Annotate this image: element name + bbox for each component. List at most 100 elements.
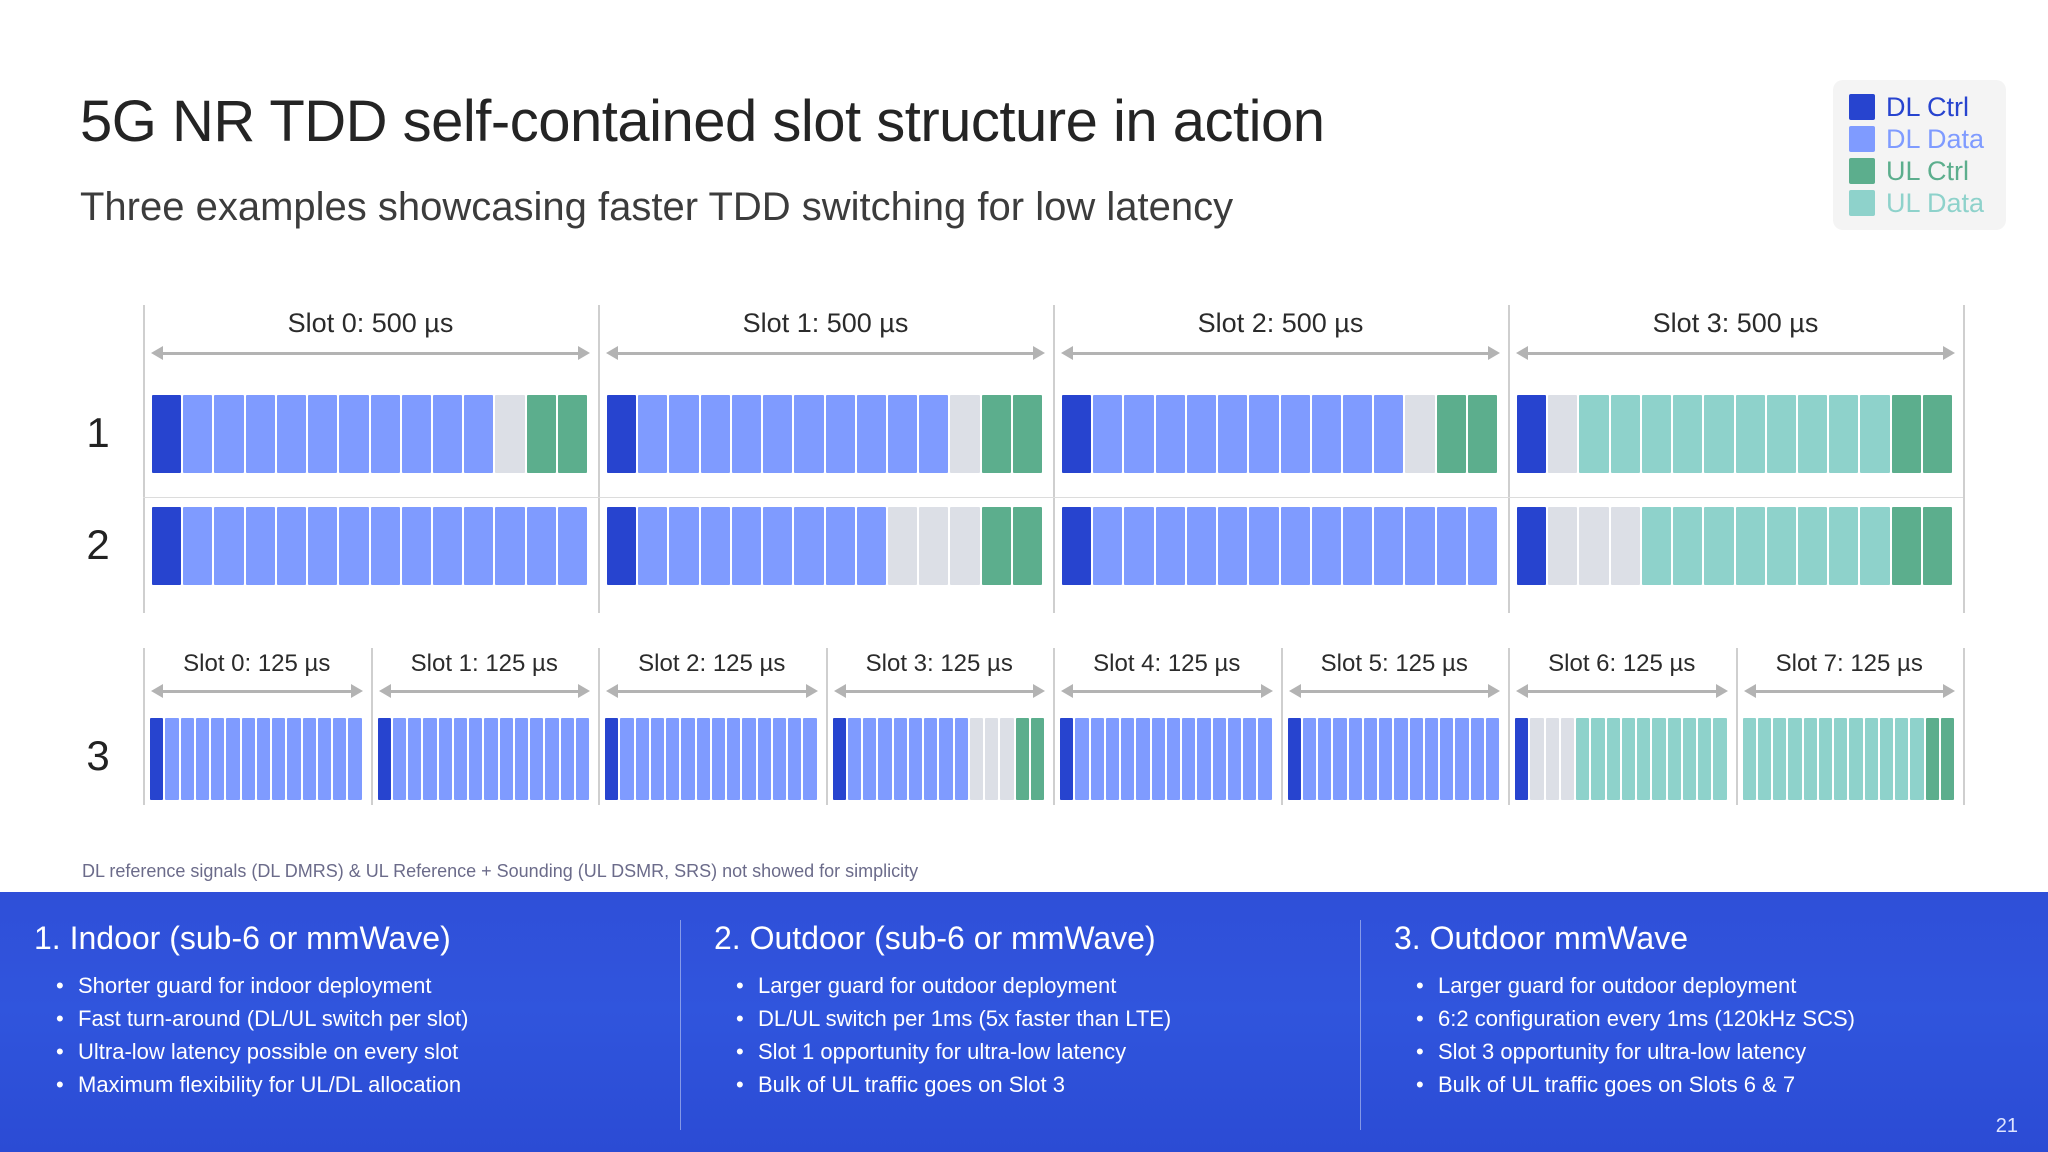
arrow-head-left-icon	[1061, 684, 1073, 698]
slot-header-label: Slot 5: 125 µs	[1320, 650, 1468, 677]
arrow-line	[616, 352, 1035, 355]
symbol-dl-data	[1394, 718, 1408, 800]
arrow-line	[1071, 352, 1490, 355]
symbol-dl-data	[1470, 718, 1484, 800]
arrow-head-right-icon	[1033, 684, 1045, 698]
symbol-dl-data	[772, 718, 786, 800]
symbol-dl-data	[763, 507, 793, 585]
symbol-dl-data	[878, 718, 892, 800]
symbol-dl-data	[370, 395, 400, 473]
symbol-ul-data	[1698, 718, 1712, 800]
symbol-strip	[1517, 395, 1953, 473]
symbol-guard	[950, 395, 980, 473]
legend-swatch-icon	[1848, 158, 1875, 184]
slot-boundary-line	[1963, 648, 1965, 805]
symbol-dl-data	[1186, 395, 1217, 473]
summary-column-divider	[1360, 920, 1361, 1130]
legend-item-ul-data: UL Data	[1848, 189, 1984, 217]
symbol-dl-ctrl	[1060, 718, 1074, 800]
arrow-head-right-icon	[1488, 684, 1500, 698]
symbol-ul-data	[1735, 507, 1765, 585]
symbol-dl-data	[432, 507, 463, 585]
arrow-line	[161, 690, 353, 693]
symbol-guard	[1545, 718, 1559, 800]
symbol-dl-ctrl	[152, 395, 182, 473]
symbol-ul-data	[1641, 395, 1672, 473]
symbol-dl-ctrl	[152, 507, 182, 585]
symbol-dl-data	[1424, 718, 1438, 800]
symbol-strip	[1060, 718, 1272, 800]
symbol-dl-data	[241, 718, 255, 800]
symbol-ul-data	[1864, 718, 1878, 800]
arrow-line	[1753, 690, 1945, 693]
symbol-ul-ctrl	[1891, 395, 1921, 473]
slot-boundary-line	[598, 648, 600, 805]
symbol-dl-data	[666, 718, 680, 800]
symbol-dl-data	[1212, 718, 1226, 800]
slot-duration-arrow	[378, 684, 590, 698]
symbol-ul-data	[1803, 718, 1817, 800]
symbol-strip	[607, 395, 1043, 473]
summary-bullet-list: Larger guard for outdoor deployment6:2 c…	[1394, 969, 2022, 1101]
symbol-ul-data	[1704, 395, 1734, 473]
symbol-dl-data	[763, 395, 793, 473]
footnote: DL reference signals (DL DMRS) & UL Refe…	[82, 861, 919, 881]
symbol-ul-ctrl	[981, 395, 1011, 473]
symbol-dl-ctrl	[1515, 718, 1529, 800]
symbol-dl-data	[308, 395, 338, 473]
symbol-strip	[1062, 507, 1498, 585]
symbol-dl-data	[560, 718, 574, 800]
slot-header-label: Slot 6: 125 µs	[1548, 650, 1696, 677]
symbol-dl-data	[1280, 395, 1310, 473]
symbol-dl-data	[893, 718, 907, 800]
page-title: 5G NR TDD self-contained slot structure …	[80, 89, 1325, 154]
slot-header: Slot 2: 125 µs	[598, 650, 826, 702]
arrow-line	[1298, 690, 1490, 693]
arrow-head-left-icon	[606, 684, 618, 698]
symbol-ul-data	[1773, 718, 1787, 800]
symbol-strip	[1742, 718, 1954, 800]
symbol-dl-data	[557, 507, 588, 585]
symbol-dl-data	[256, 718, 270, 800]
legend-item-label: UL Ctrl	[1885, 156, 1969, 186]
arrow-head-left-icon	[1288, 684, 1301, 698]
arrow-head-right-icon	[1488, 346, 1500, 360]
symbol-dl-data	[165, 718, 179, 800]
symbol-strip	[1515, 718, 1727, 800]
slot-duration-arrow	[1288, 684, 1500, 698]
symbol-dl-ctrl	[377, 718, 391, 800]
slot-boundary-line	[598, 305, 600, 613]
symbol-dl-data	[401, 507, 431, 585]
symbol-ul-data	[1606, 718, 1620, 800]
arrow-line	[843, 690, 1035, 693]
symbol-ul-data	[1879, 718, 1893, 800]
arrow-head-right-icon	[578, 684, 590, 698]
symbol-dl-data	[333, 718, 347, 800]
symbol-ul-data	[1895, 718, 1909, 800]
summary-column-heading: 1. Indoor (sub-6 or mmWave)	[34, 920, 451, 956]
symbol-ul-data	[1735, 395, 1765, 473]
symbol-dl-data	[1151, 718, 1165, 800]
symbol-dl-data	[638, 507, 668, 585]
symbol-dl-data	[214, 507, 244, 585]
arrow-head-left-icon	[833, 684, 846, 698]
slot-boundary-line	[1053, 648, 1055, 805]
symbol-dl-data	[408, 718, 422, 800]
slot-header: Slot 2: 500 µs	[1053, 308, 1508, 360]
symbol-dl-ctrl	[605, 718, 619, 800]
summary-bullet-item: Slot 3 opportunity for ultra-low latency	[1416, 1035, 2022, 1068]
symbol-strip	[1287, 718, 1499, 800]
slot-header-label: Slot 4: 125 µs	[1093, 650, 1241, 677]
slot-header: Slot 0: 500 µs	[143, 308, 598, 360]
symbol-guard	[495, 395, 525, 473]
symbol-dl-data	[1093, 507, 1123, 585]
symbol-ul-data	[1860, 395, 1890, 473]
symbol-ul-data	[1849, 718, 1863, 800]
symbol-dl-data	[1227, 718, 1241, 800]
symbol-dl-data	[245, 507, 275, 585]
symbol-ul-data	[1579, 395, 1609, 473]
symbol-dl-data	[469, 718, 483, 800]
symbol-guard	[1610, 507, 1640, 585]
symbol-ul-data	[1766, 395, 1796, 473]
